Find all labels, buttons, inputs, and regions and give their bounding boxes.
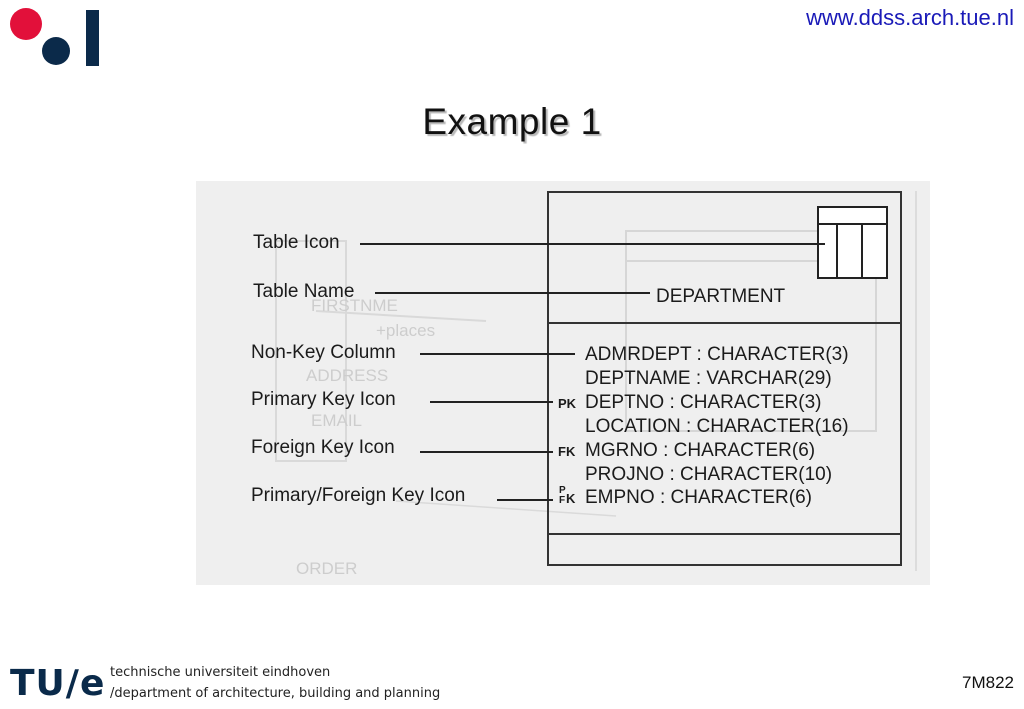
- scanned-diagram-background: FIRSTNME ADDRESS EMAIL +places ORDER: [196, 181, 930, 585]
- institution-name: technische universiteit eindhoven: [110, 665, 331, 680]
- leader-line-primary-key-icon: [430, 401, 553, 403]
- ghost-text: FIRSTNME: [311, 296, 398, 315]
- column-mgrno: MGRNO : CHARACTER(6): [585, 440, 816, 461]
- ghost-text: ORDER: [296, 559, 358, 578]
- table-icon: [817, 206, 888, 279]
- column-admrdept: ADMRDEPT : CHARACTER(3): [585, 344, 849, 365]
- foreign-key-icon: FK: [558, 444, 576, 459]
- table-name-label: DEPARTMENT: [656, 286, 786, 307]
- leader-line-table-name: [375, 292, 650, 294]
- tue-footer-logo: TU/e: [10, 663, 106, 704]
- callout-primary-key-icon: Primary Key Icon: [251, 389, 396, 410]
- ghost-text: EMAIL: [311, 411, 363, 430]
- department-entity-box: [547, 191, 902, 566]
- ghost-text: ADDRESS: [306, 366, 389, 385]
- navy-dot-icon: [42, 37, 70, 65]
- department-name: /department of architecture, building an…: [110, 686, 441, 701]
- navy-bar-icon: [86, 10, 99, 66]
- callout-table-name: Table Name: [253, 281, 355, 302]
- leader-line-table-icon: [360, 243, 825, 245]
- column-deptno: DEPTNO : CHARACTER(3): [585, 392, 822, 413]
- leader-line-primary-foreign-key-icon: [497, 499, 553, 501]
- column-empno: EMPNO : CHARACTER(6): [585, 487, 812, 508]
- callout-primary-foreign-key-icon: Primary/Foreign Key Icon: [251, 485, 466, 506]
- column-projno: PROJNO : CHARACTER(10): [585, 464, 833, 485]
- pfk-k-glyph: K: [566, 491, 576, 506]
- entity-footer-divider: [547, 533, 902, 535]
- tue-brand-logo: [10, 8, 99, 66]
- callout-table-icon: Table Icon: [253, 232, 340, 253]
- ghost-text: +places: [376, 321, 436, 340]
- course-code: 7M822: [962, 673, 1014, 692]
- primary-key-icon: PK: [558, 396, 577, 411]
- callout-foreign-key-icon: Foreign Key Icon: [251, 437, 395, 458]
- primary-foreign-key-icon: P F K: [557, 485, 577, 507]
- slide-title: Example 1: [422, 101, 602, 142]
- website-url[interactable]: www.ddss.arch.tue.nl: [806, 5, 1014, 30]
- pfk-p-glyph: P: [559, 485, 566, 496]
- leader-line-foreign-key-icon: [420, 451, 553, 453]
- callout-non-key-column: Non-Key Column: [251, 342, 396, 363]
- column-deptname: DEPTNAME : VARCHAR(29): [585, 368, 832, 389]
- entity-header-divider: [547, 322, 902, 324]
- column-location: LOCATION : CHARACTER(16): [585, 416, 849, 437]
- leader-line-non-key-column: [420, 353, 575, 355]
- red-dot-icon: [10, 8, 42, 40]
- pfk-f-glyph: F: [559, 495, 566, 506]
